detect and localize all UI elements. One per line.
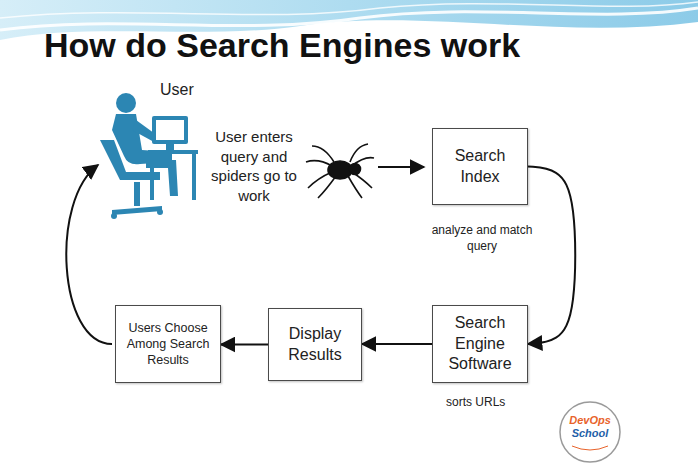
- step-note: User enters query and spiders go to work: [204, 127, 304, 205]
- box-label: Search Index: [439, 146, 521, 188]
- process-box: Display Results: [268, 308, 362, 381]
- spider-arrow: [378, 166, 424, 168]
- box-label: Display Results: [275, 324, 355, 366]
- edge-note: sorts URLs: [446, 395, 505, 411]
- box-label: Search Engine Software: [439, 313, 521, 375]
- actor-label: User: [160, 80, 194, 101]
- logo-badge: [560, 402, 620, 462]
- edge-note: analyze and match query: [420, 223, 544, 254]
- box-label: Users Choose Among Search Results: [122, 320, 214, 369]
- process-box: Search Engine Software: [432, 305, 528, 383]
- user-figure: [100, 93, 198, 219]
- process-box: Search Index: [432, 128, 528, 205]
- diagram-title: How do Search Engines work: [44, 26, 520, 65]
- flow-arrow: [528, 167, 575, 344]
- spider-icon: [306, 144, 374, 198]
- logo-text: School: [563, 426, 617, 440]
- return-arrow: [66, 165, 112, 344]
- process-box: Users Choose Among Search Results: [115, 305, 221, 383]
- flow-arrow: [362, 343, 432, 345]
- flow-arrow: [221, 344, 268, 346]
- logo-text: DevOps: [563, 413, 617, 427]
